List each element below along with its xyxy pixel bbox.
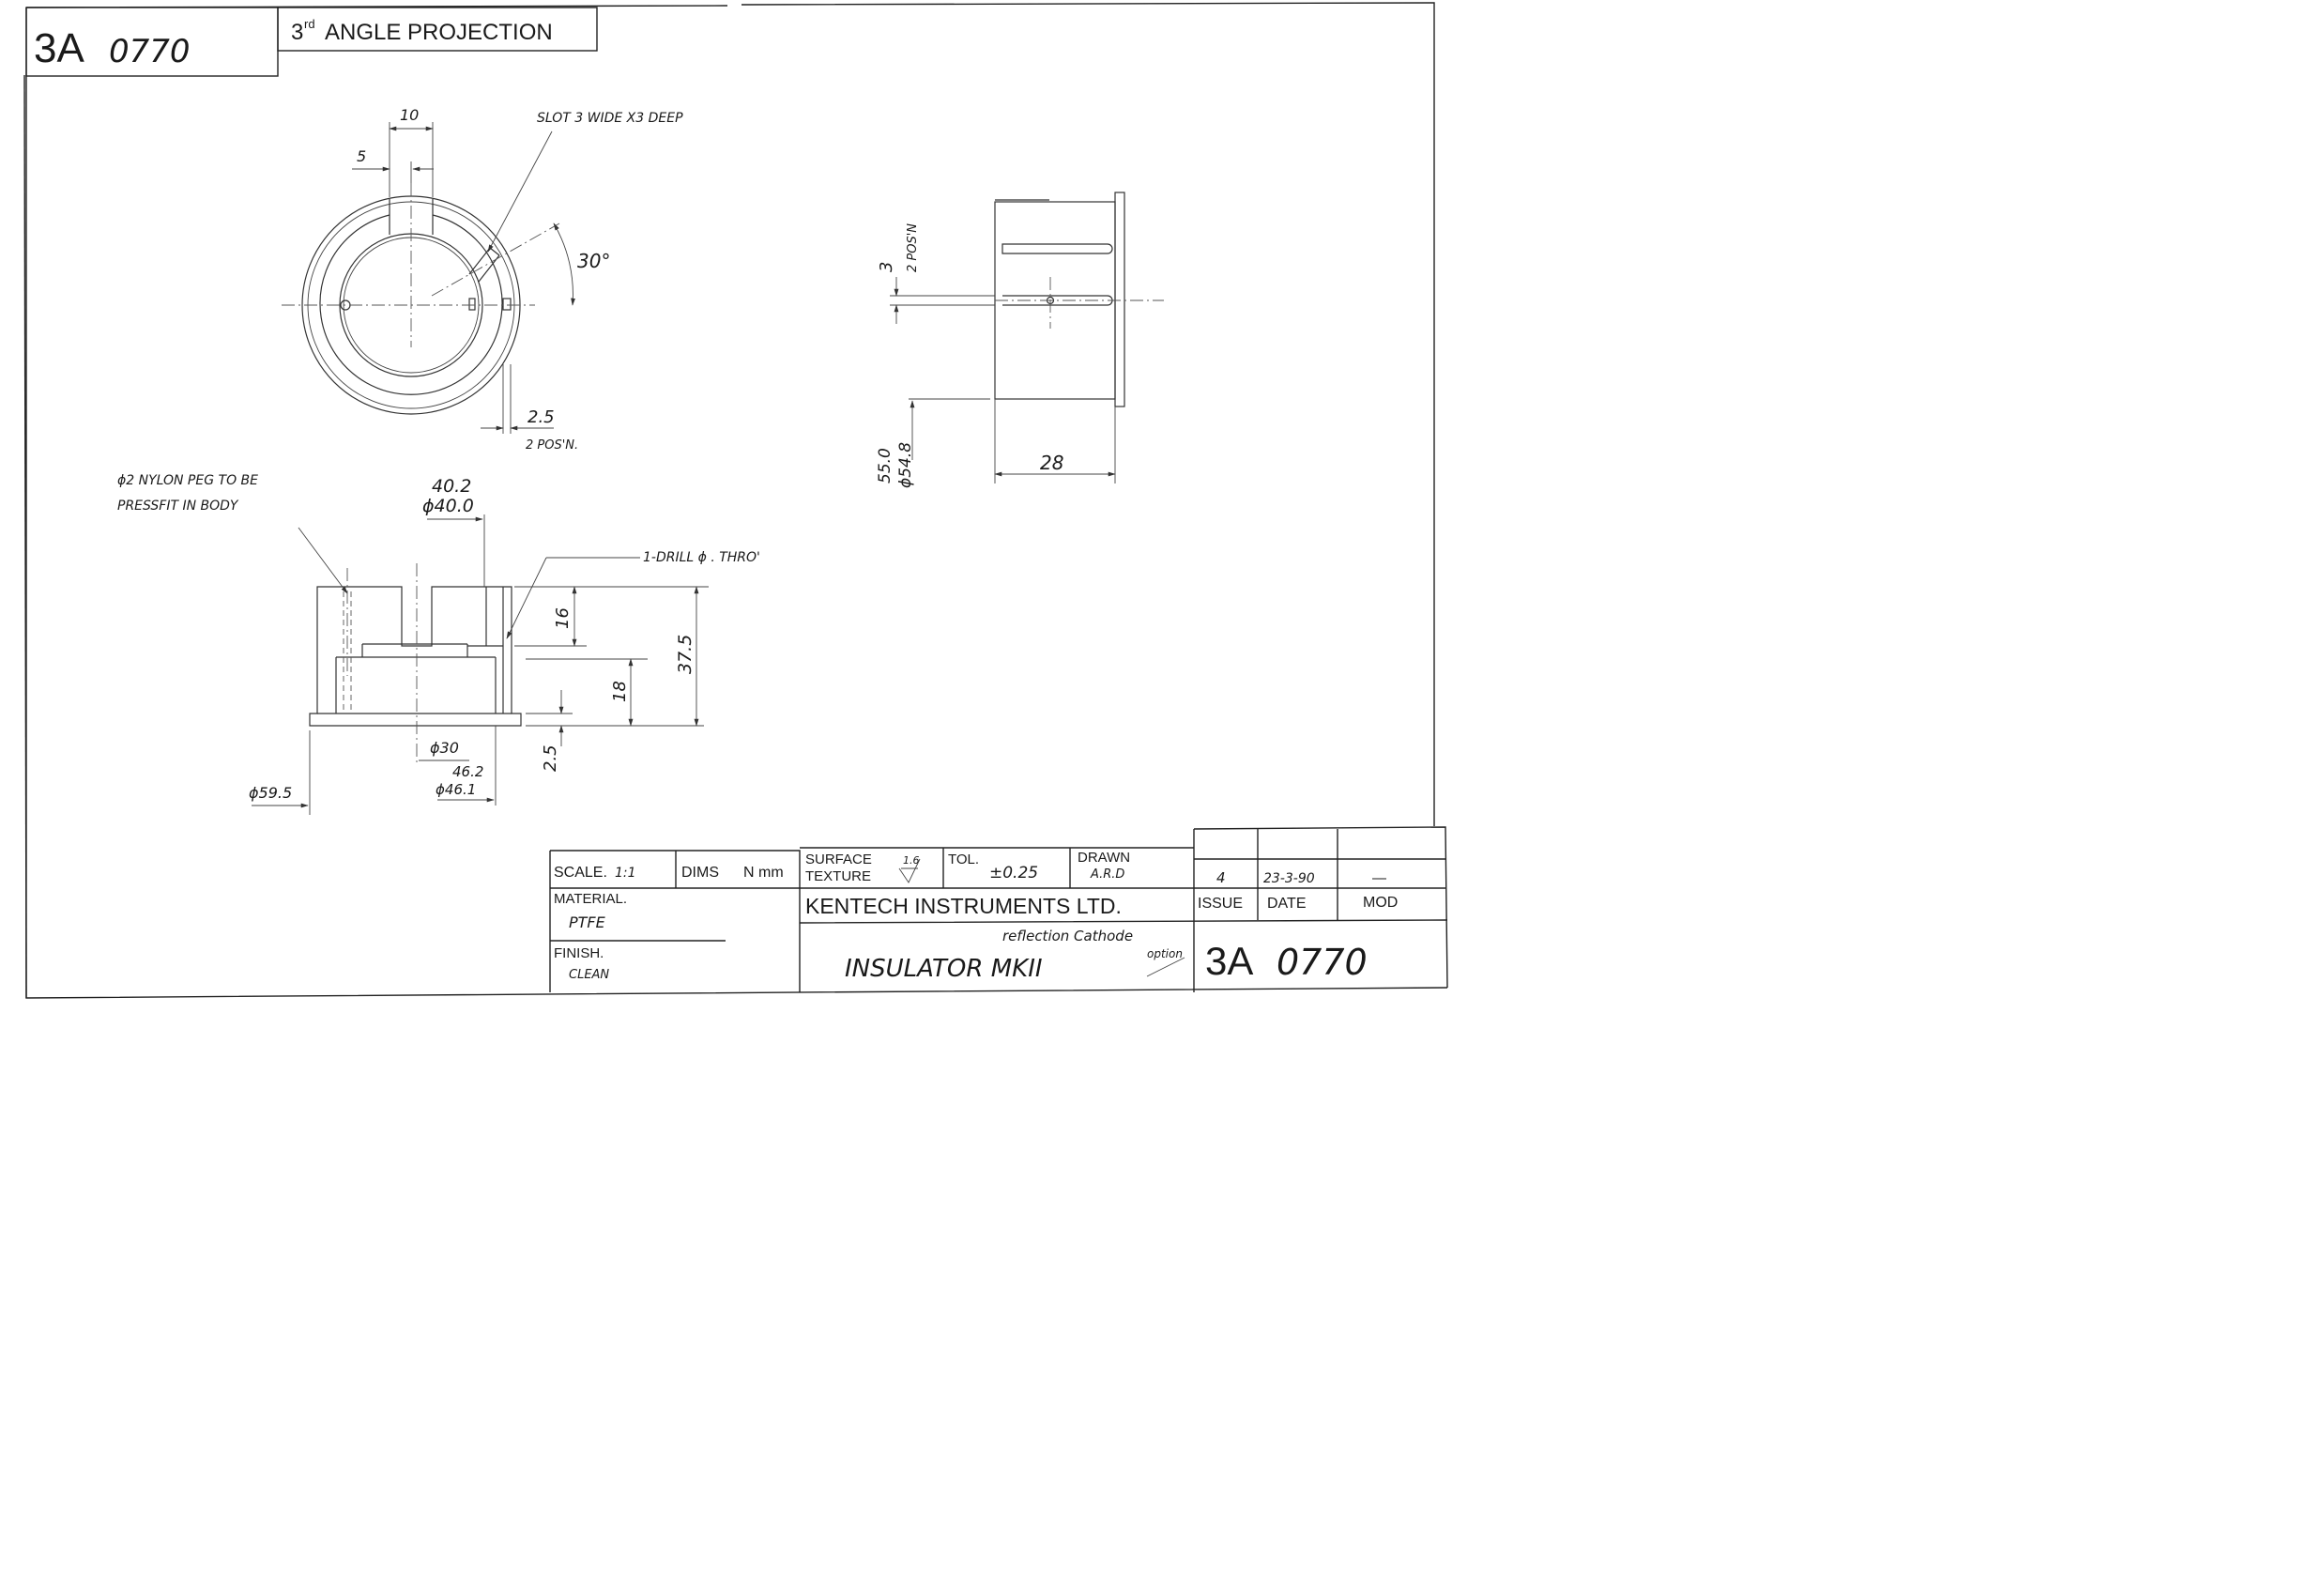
front-dim-40-2: 40.2 [432, 476, 471, 497]
side-dim-3: 3 [877, 262, 896, 272]
mod-label: MOD [1363, 895, 1398, 911]
issue-value: 4 [1216, 869, 1226, 886]
drawing-number-top: 0770 [109, 33, 191, 70]
finish-value: CLEAN [569, 968, 609, 982]
dims-label: DIMS [681, 865, 719, 881]
side-dim-28: 28 [1040, 452, 1063, 474]
drawing-prefix-bottom: 3A [1205, 939, 1253, 983]
drawn-label: DRAWN [1078, 850, 1130, 866]
front-dia-30: ϕ30 [430, 739, 459, 757]
material-value: PTFE [569, 913, 606, 931]
projection-superscript: rd [304, 17, 315, 31]
mod-value: — [1372, 870, 1386, 886]
front-dia-59-5: ϕ59.5 [249, 784, 292, 802]
company-name: KENTECH INSTRUMENTS LTD. [805, 894, 1122, 918]
front-dim-46-2: 46.2 [452, 763, 483, 780]
projection-label-box: 3 rd ANGLE PROJECTION [277, 7, 598, 52]
drawing-number-bottom: 0770 [1277, 942, 1368, 983]
side-dim-3-note: 2 POS'N [906, 223, 920, 272]
date-label: DATE [1267, 896, 1306, 912]
projection-number: 3 [291, 20, 303, 45]
units-label: N mm [743, 865, 784, 881]
drill-note: 1-DRILL ϕ . THRO' [643, 550, 760, 565]
engineering-drawing-sheet: 3A 0770 3 rd ANGLE PROJECTION [23, 2, 1448, 999]
issue-label: ISSUE [1198, 896, 1243, 912]
top-dim-5: 5 [357, 147, 366, 165]
top-view: 10 5 SLOT 3 WIDE X3 DEEP 30° 2.5 2 POS'N… [282, 106, 683, 453]
date-value: 23-3-90 [1263, 871, 1315, 886]
annotation-option: option [1147, 947, 1183, 960]
surface-label-2: TEXTURE [805, 868, 871, 884]
drawing-number-box-top: 3A 0770 [25, 7, 279, 77]
front-dia-40-0: ϕ40.0 [422, 496, 474, 516]
projection-text: ANGLE PROJECTION [325, 20, 553, 45]
side-dia-54-8: ϕ54.8 [896, 442, 915, 488]
peg-note-line1: ϕ2 NYLON PEG TO BE [117, 473, 258, 488]
scale-label: SCALE. [554, 865, 607, 881]
top-angle-30: 30° [577, 250, 610, 272]
annotation-reflection-cathode: reflection Cathode [1002, 928, 1133, 944]
front-dim-18: 18 [610, 681, 630, 702]
tol-label: TOL. [948, 852, 979, 867]
drawing-prefix-top: 3A [34, 25, 84, 71]
top-dim-2-5: 2.5 [527, 407, 555, 427]
side-dia-55: 55.0 [876, 448, 894, 483]
side-view: 3 2 POS'N 55.0 ϕ54.8 28 [876, 192, 1164, 488]
front-dim-37-5: 37.5 [675, 635, 696, 674]
title-block: SCALE. 1:1 DIMS N mm SURFACE TEXTURE 1.6… [549, 826, 1448, 992]
front-dim-16: 16 [553, 607, 573, 629]
front-dia-46-1: ϕ46.1 [436, 781, 476, 798]
top-dim-10: 10 [400, 106, 419, 124]
peg-note-line2: PRESSFIT IN BODY [117, 499, 239, 514]
material-label: MATERIAL. [554, 891, 627, 907]
slot-note: SLOT 3 WIDE X3 DEEP [537, 111, 683, 126]
front-dim-2-5: 2.5 [541, 744, 560, 772]
drawing-title: INSULATOR MKII [845, 955, 1043, 983]
tol-value: ±0.25 [989, 864, 1038, 882]
surface-texture-symbol [898, 858, 921, 883]
drawn-value: A.R.D [1090, 867, 1124, 882]
scale-value: 1:1 [615, 866, 636, 881]
finish-label: FINISH. [554, 945, 604, 961]
surface-value: 1.6 [903, 854, 920, 867]
top-dim-2-5-note: 2 POS'N. [526, 438, 578, 453]
front-view: ϕ2 NYLON PEG TO BE PRESSFIT IN BODY 40.2… [117, 473, 760, 815]
surface-label-1: SURFACE [805, 852, 872, 867]
